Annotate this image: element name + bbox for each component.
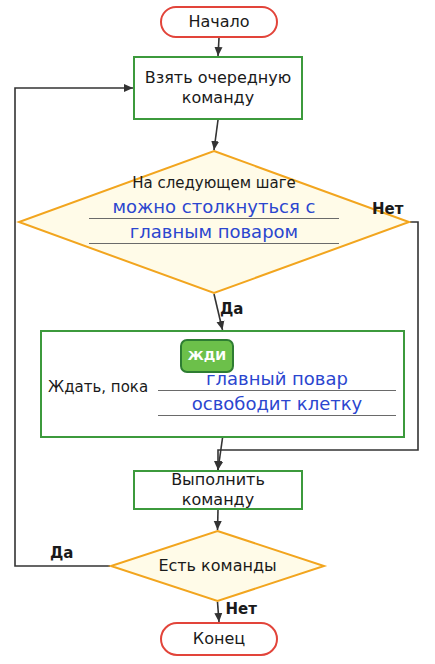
flow-arrow — [214, 120, 218, 150]
terminal-outline — [161, 623, 277, 655]
process-box: Взять очередную команду — [133, 56, 303, 120]
start-terminal: Начало — [160, 6, 278, 38]
end-terminal: Конец — [160, 622, 278, 656]
edge-label: Да — [220, 300, 243, 318]
flow-arrow — [218, 438, 223, 470]
handwritten-answer: можно столкнуться с главным поваром — [89, 194, 339, 244]
diamond-outline — [19, 151, 409, 293]
process-outline — [134, 57, 302, 119]
process-outline — [134, 471, 302, 509]
node-text: Взять очередную команду — [133, 68, 303, 108]
node-text: Выполнить команду — [133, 470, 303, 510]
process-box: Выполнить команду — [133, 470, 303, 510]
edge-label: Нет — [372, 200, 403, 218]
terminal-outline — [161, 7, 277, 37]
node-text: ЖДИ — [180, 346, 234, 366]
diamond-outline — [111, 531, 324, 601]
decision-diamond: Есть команды — [110, 530, 325, 602]
node-text: Начало — [180, 12, 257, 32]
edge-label: Нет — [226, 600, 257, 618]
node-text: Конец — [185, 629, 253, 649]
wait-box: ЖДИ Ждать, пока главный повар освободит кл… — [40, 330, 405, 438]
flow-arrow — [218, 602, 220, 622]
node-text: Ждать, пока — [48, 378, 148, 396]
flow-arrow — [218, 38, 219, 56]
node-text: Есть команды — [150, 556, 284, 576]
edge-label: Да — [50, 544, 73, 562]
flow-arrow — [15, 88, 133, 566]
handwritten-answer: главный повар освободит клетку — [158, 366, 396, 416]
decision-diamond: На следующем шаге можно столкнуться с гла… — [18, 150, 410, 294]
process-outline — [41, 331, 404, 437]
node-text: На следующем шаге — [18, 174, 410, 192]
flow-arrow — [217, 510, 219, 530]
